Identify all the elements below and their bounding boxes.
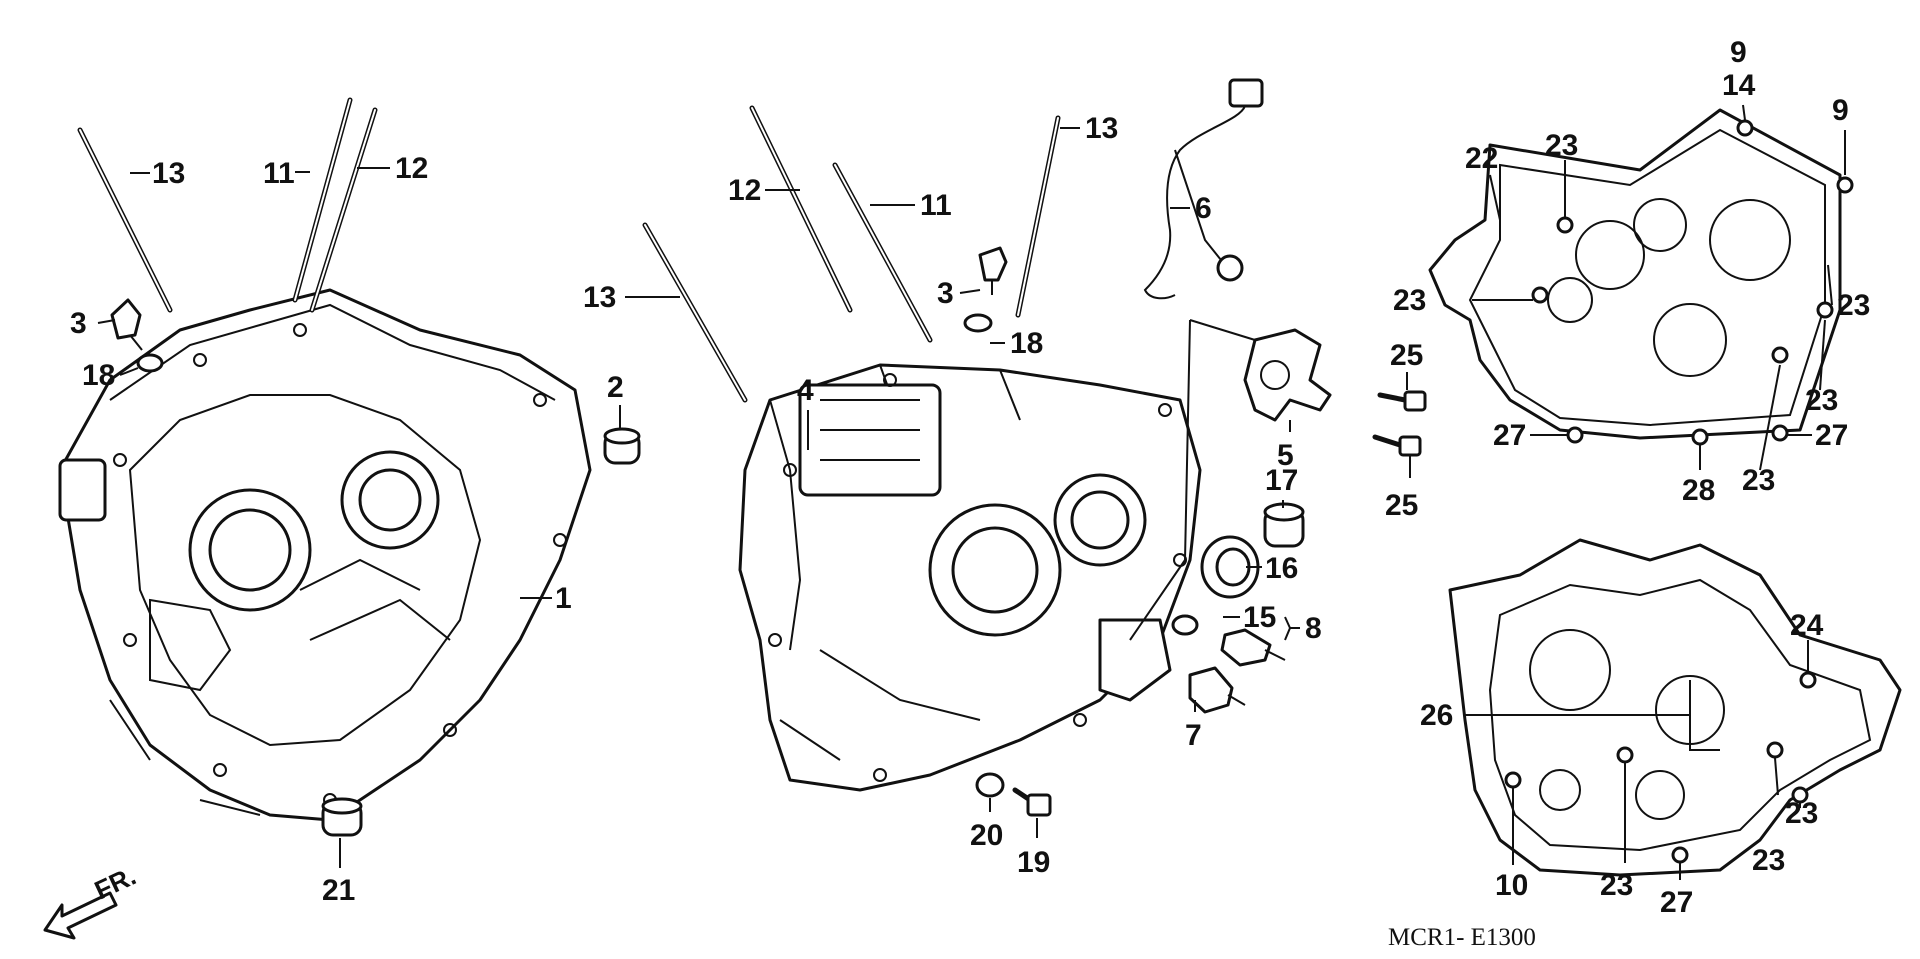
callout-labels: 1 2 3 3 4 5 6 7 8 9 9 10 11 11 12 12 13 …	[70, 36, 1870, 919]
callout-27: 27	[1493, 419, 1526, 452]
callout-20: 20	[970, 819, 1003, 852]
oil-jet-3-left	[110, 298, 143, 351]
left-stud-11	[292, 97, 353, 303]
callout-23: 23	[1742, 464, 1775, 497]
callout-8: 8	[1305, 612, 1322, 645]
callout-18: 18	[82, 359, 115, 392]
gasket-upper	[1428, 108, 1854, 446]
gasket-lower	[1448, 538, 1902, 877]
left-stud-12	[309, 107, 378, 313]
callout-7: 7	[1185, 719, 1202, 752]
callout-13: 13	[1085, 112, 1118, 145]
right-stud-12	[749, 105, 853, 313]
callout-25: 25	[1385, 489, 1418, 522]
callout-11: 11	[920, 189, 952, 222]
wire-clamp-5	[1243, 328, 1332, 422]
callout-23: 23	[1837, 289, 1870, 322]
dowel-pin-2	[603, 427, 641, 465]
callout-27: 27	[1660, 886, 1693, 919]
callout-23: 23	[1752, 844, 1785, 877]
right-stud-11	[832, 162, 933, 343]
callout-15: 15	[1243, 601, 1276, 634]
callout-5: 5	[1277, 439, 1294, 472]
right-stud-13-lower	[642, 222, 748, 403]
clamp-guide-line	[1129, 319, 1256, 641]
callout-28: 28	[1682, 474, 1715, 507]
callout-11: 11	[263, 157, 295, 190]
callout-3: 3	[70, 307, 87, 340]
callout-21: 21	[322, 874, 355, 907]
leader-lines	[97, 104, 1846, 880]
right-stud-13-upper	[1015, 115, 1061, 318]
bolt-25-upper	[1377, 390, 1427, 412]
callout-10: 10	[1495, 869, 1528, 902]
callout-12: 12	[395, 152, 428, 185]
drain-bolt-19	[1012, 787, 1052, 817]
callout-18: 18	[1010, 327, 1043, 360]
o-ring-18-left	[136, 353, 164, 373]
callout-2: 2	[607, 371, 624, 404]
front-arrow-icon	[43, 891, 118, 940]
callout-4: 4	[797, 374, 814, 407]
callout-27: 27	[1815, 419, 1848, 452]
left-crankcase-half	[58, 288, 592, 822]
callout-9: 9	[1730, 36, 1747, 69]
callout-22: 22	[1465, 142, 1498, 175]
front-direction-indicator: FR.	[43, 861, 141, 940]
callout-24: 24	[1790, 609, 1824, 642]
callout-16: 16	[1265, 552, 1298, 585]
callout-23: 23	[1785, 797, 1818, 830]
left-stud-13	[77, 127, 173, 313]
callout-9: 9	[1832, 94, 1849, 127]
callout-23: 23	[1805, 384, 1838, 417]
callout-13: 13	[583, 281, 616, 314]
callout-23: 23	[1600, 869, 1633, 902]
neutral-switch-wire-6	[1143, 78, 1264, 300]
callout-19: 19	[1017, 846, 1050, 879]
washer-20	[975, 772, 1005, 798]
callout-14: 14	[1722, 69, 1756, 102]
dowel-pin-21	[321, 797, 363, 837]
callout-1: 1	[555, 582, 572, 615]
bolt-25-lower	[1372, 434, 1422, 457]
neutral-switch-7	[1188, 666, 1246, 714]
oil-jet-3-right	[978, 246, 1008, 295]
callout-3: 3	[937, 277, 954, 310]
o-ring-18-right	[963, 313, 993, 333]
right-crankcase-half	[738, 363, 1202, 792]
oil-pressure-switch-8	[1220, 628, 1286, 667]
callout-6: 6	[1195, 192, 1212, 225]
callout-23: 23	[1393, 284, 1426, 317]
oil-seal-17	[1263, 502, 1305, 548]
callout-17: 17	[1265, 464, 1298, 497]
callout-26: 26	[1420, 699, 1453, 732]
drawing-code: MCR1- E1300	[1388, 924, 1536, 951]
callout-25: 25	[1390, 339, 1423, 372]
washer-15	[1171, 614, 1199, 636]
callout-13: 13	[152, 157, 185, 190]
callout-12: 12	[728, 174, 761, 207]
callout-23: 23	[1545, 129, 1578, 162]
